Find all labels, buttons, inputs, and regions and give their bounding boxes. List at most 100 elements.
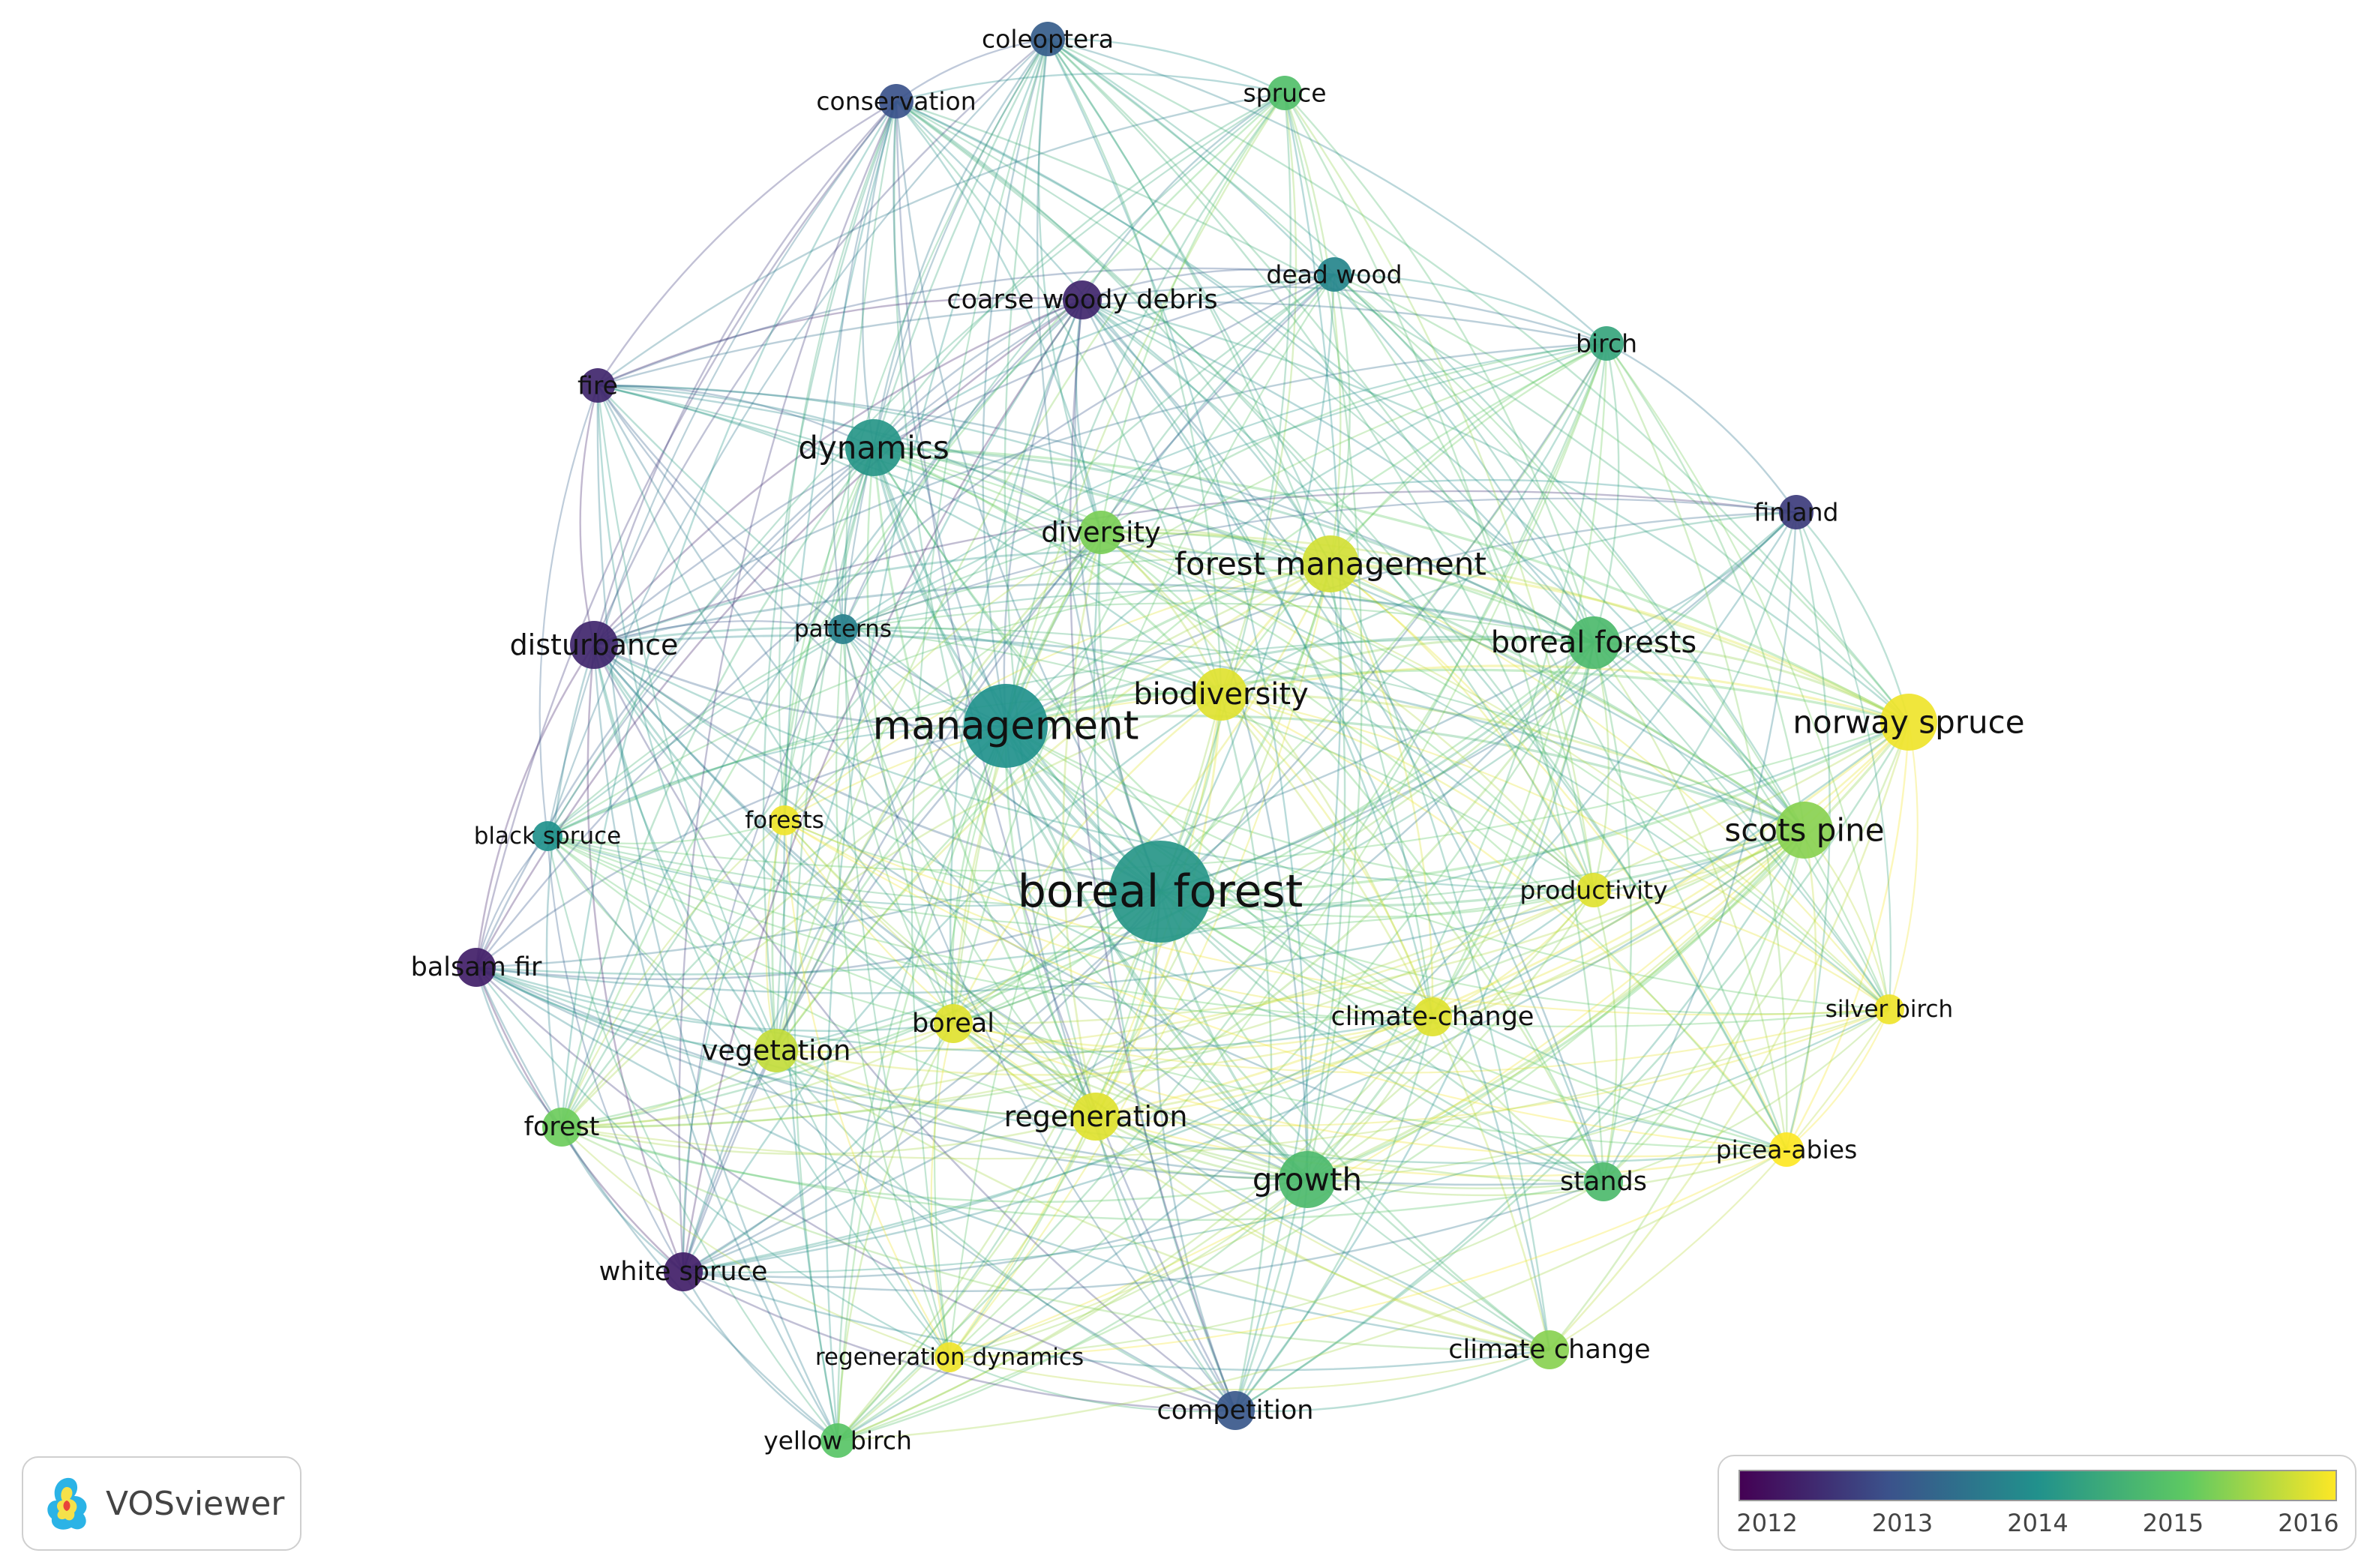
co-occurrence-link: [762, 100, 898, 1051]
node-patterns[interactable]: [828, 614, 858, 644]
node-label-forest[interactable]: forest: [524, 1112, 600, 1142]
co-occurrence-link: [1004, 725, 1550, 1351]
node-coleoptera[interactable]: [1030, 22, 1065, 56]
node-label-coarse-woody-debris[interactable]: coarse woody debris: [946, 285, 1217, 315]
node-picea-abies[interactable]: [1769, 1132, 1804, 1167]
node-biodiversity[interactable]: [1195, 668, 1247, 721]
co-occurrence-link: [593, 644, 1550, 1351]
node-label-picea-abies[interactable]: picea-abies: [1716, 1135, 1858, 1165]
node-label-dynamics[interactable]: dynamics: [798, 430, 949, 466]
co-occurrence-link: [560, 299, 1083, 1128]
node-label-disturbance[interactable]: disturbance: [510, 628, 679, 661]
node-label-black-spruce[interactable]: black spruce: [474, 823, 621, 850]
node-label-biodiversity[interactable]: biodiversity: [1133, 677, 1309, 712]
node-birch[interactable]: [1589, 326, 1624, 361]
co-occurrence-link: [593, 644, 1787, 1151]
node-label-productivity[interactable]: productivity: [1520, 876, 1667, 905]
node-disturbance[interactable]: [570, 621, 618, 669]
node-forest[interactable]: [542, 1108, 581, 1147]
node-white-spruce[interactable]: [664, 1252, 703, 1291]
node-productivity[interactable]: [1576, 873, 1611, 907]
node-label-boreal[interactable]: boreal: [912, 1009, 994, 1039]
co-occurrence-link: [1220, 694, 1273, 1411]
co-occurrence-link: [836, 725, 1007, 1441]
node-competition[interactable]: [1216, 1391, 1255, 1430]
node-label-forests[interactable]: forests: [745, 807, 824, 834]
node-label-diversity[interactable]: diversity: [1041, 517, 1161, 549]
node-label-scots-pine[interactable]: scots pine: [1724, 812, 1884, 849]
node-label-climate-change-h[interactable]: climate-change: [1331, 1002, 1534, 1032]
node-label-climate-change[interactable]: climate change: [1448, 1335, 1650, 1365]
node-coarse-woody-debris[interactable]: [1063, 280, 1102, 319]
node-label-boreal-forests[interactable]: boreal forests: [1491, 625, 1696, 660]
node-label-birch[interactable]: birch: [1576, 329, 1637, 358]
node-forests[interactable]: [770, 805, 800, 835]
node-diversity[interactable]: [1079, 511, 1123, 554]
node-label-yellow-birch[interactable]: yellow birch: [764, 1426, 912, 1456]
co-occurrence-link: [682, 1270, 1236, 1412]
co-occurrence-link: [842, 92, 1286, 630]
co-occurrence-link: [1062, 532, 1102, 1117]
node-fire[interactable]: [580, 368, 615, 403]
co-occurrence-link: [1330, 563, 1595, 891]
node-label-conservation[interactable]: conservation: [816, 87, 976, 116]
node-growth[interactable]: [1279, 1151, 1336, 1208]
node-label-regeneration-dynamics[interactable]: regeneration dynamics: [815, 1344, 1084, 1371]
node-dead-wood[interactable]: [1317, 257, 1352, 292]
co-occurrence-link: [1306, 721, 1910, 1181]
node-label-management[interactable]: management: [872, 703, 1138, 749]
co-occurrence-link: [895, 100, 1162, 892]
node-yellow-birch[interactable]: [820, 1423, 855, 1458]
node-stands[interactable]: [1584, 1162, 1623, 1201]
co-occurrence-link: [476, 967, 950, 1358]
node-norway-spruce[interactable]: [1880, 694, 1937, 751]
node-label-balsam-fir[interactable]: balsam fir: [411, 952, 542, 982]
co-occurrence-link: [776, 1049, 1308, 1181]
node-boreal-forests[interactable]: [1568, 616, 1620, 669]
node-regeneration-dynamics[interactable]: [934, 1342, 964, 1372]
node-forest-management[interactable]: [1302, 535, 1359, 592]
co-occurrence-link: [784, 820, 1550, 1351]
co-occurrence-link: [873, 446, 1890, 1010]
co-occurrence-link: [1306, 1009, 1890, 1181]
node-boreal[interactable]: [934, 1004, 973, 1043]
node-label-silver-birch[interactable]: silver birch: [1826, 996, 1953, 1023]
node-label-growth[interactable]: growth: [1252, 1162, 1362, 1198]
node-black-spruce[interactable]: [532, 821, 562, 851]
co-occurrence-link: [1160, 343, 1608, 892]
node-label-vegetation[interactable]: vegetation: [702, 1035, 851, 1067]
node-climate-change[interactable]: [1530, 1330, 1569, 1369]
node-label-regeneration[interactable]: regeneration: [1004, 1100, 1188, 1133]
node-label-stands[interactable]: stands: [1560, 1167, 1647, 1197]
node-silver-birch[interactable]: [1874, 994, 1904, 1024]
node-spruce[interactable]: [1268, 76, 1302, 110]
co-occurrence-link: [1234, 1016, 1434, 1411]
co-occurrence-link: [561, 642, 1594, 1129]
node-label-boreal-forest[interactable]: boreal forest: [1018, 865, 1303, 918]
node-management[interactable]: [964, 684, 1048, 768]
node-scots-pine[interactable]: [1776, 802, 1833, 859]
node-label-dead-wood[interactable]: dead wood: [1266, 260, 1402, 289]
node-balsam-fir[interactable]: [457, 948, 496, 987]
node-vegetation[interactable]: [754, 1029, 798, 1072]
co-occurrence-link: [1329, 563, 1434, 1018]
node-conservation[interactable]: [879, 84, 914, 118]
co-occurrence-link: [561, 562, 1331, 1128]
node-dynamics[interactable]: [845, 419, 902, 476]
node-label-spruce[interactable]: spruce: [1243, 79, 1326, 108]
node-boreal-forest[interactable]: [1109, 841, 1211, 943]
co-occurrence-link: [842, 628, 1161, 892]
node-regeneration[interactable]: [1072, 1093, 1120, 1141]
node-climate-change-h[interactable]: [1413, 997, 1452, 1036]
node-label-competition[interactable]: competition: [1157, 1396, 1314, 1426]
node-finland[interactable]: [1779, 495, 1814, 529]
node-label-forest-management[interactable]: forest management: [1174, 546, 1486, 583]
node-label-finland[interactable]: finland: [1754, 498, 1839, 527]
node-label-patterns[interactable]: patterns: [794, 616, 892, 643]
node-label-fire[interactable]: fire: [578, 371, 618, 400]
node-label-coleoptera[interactable]: coleoptera: [982, 25, 1114, 54]
co-occurrence-link: [842, 628, 1096, 1117]
node-label-white-spruce[interactable]: white spruce: [599, 1257, 768, 1287]
node-label-norway-spruce[interactable]: norway spruce: [1792, 704, 2024, 741]
co-occurrence-link: [842, 557, 1331, 631]
